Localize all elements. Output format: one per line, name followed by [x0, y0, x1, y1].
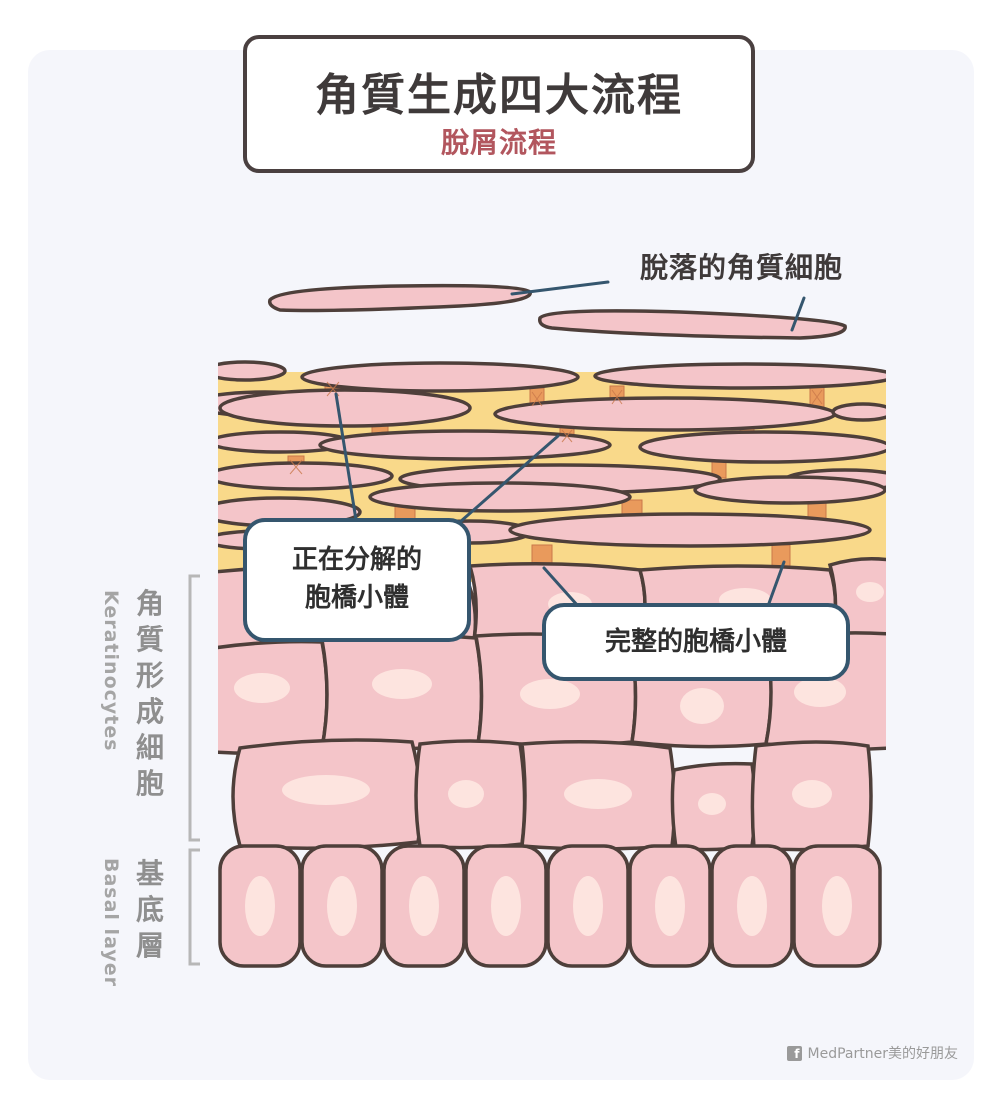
corneocyte	[208, 463, 392, 489]
char: 基	[133, 856, 167, 892]
corneocyte	[510, 514, 870, 546]
basal-label-en: Basal layer	[100, 858, 122, 987]
corneocyte	[302, 363, 578, 391]
callout-line-1: 正在分解的	[247, 541, 467, 579]
char: 成	[133, 694, 167, 730]
corneocyte	[595, 364, 895, 388]
corneocyte	[495, 398, 835, 430]
callout-line-2: 胞橋小體	[247, 579, 467, 617]
basal-layer	[220, 846, 880, 966]
char: 角	[133, 586, 167, 622]
page-title: 角質生成四大流程	[247, 59, 751, 123]
intact-desmosomes-callout: 完整的胞橋小體	[542, 603, 850, 681]
corneocyte	[833, 404, 893, 420]
char: 底	[133, 892, 167, 928]
corneocyte	[205, 362, 285, 380]
title-box: 角質生成四大流程 脫屑流程	[243, 35, 755, 173]
basal-label-zh: 基 底 層	[133, 856, 167, 964]
intact-desmosomes-label: 完整的胞橋小體	[605, 627, 787, 657]
breaking-desmosomes-callout: 正在分解的 胞橋小體	[243, 518, 471, 642]
facebook-icon: f	[787, 1046, 802, 1061]
shedding-cells-label: 脫落的角質細胞	[640, 246, 843, 286]
keratinocytes-label-en: Keratinocytes	[100, 590, 122, 752]
char: 層	[133, 928, 167, 964]
corneocyte	[695, 477, 885, 503]
char: 質	[133, 622, 167, 658]
shedding-corneocytes	[270, 286, 845, 338]
corneocyte	[220, 390, 470, 426]
shed-cell	[270, 286, 530, 311]
char: 胞	[133, 766, 167, 802]
footer-text: MedPartner美的好朋友	[808, 1043, 958, 1063]
keratinocytes-label-zh: 角 質 形 成 細 胞	[133, 586, 167, 802]
footer-credit: f MedPartner美的好朋友	[787, 1043, 958, 1063]
corneocyte	[640, 432, 890, 462]
page-subtitle: 脫屑流程	[247, 121, 751, 161]
char: 形	[133, 658, 167, 694]
layer-brackets	[190, 576, 200, 964]
char: 細	[133, 730, 167, 766]
shed-cell	[540, 311, 845, 338]
